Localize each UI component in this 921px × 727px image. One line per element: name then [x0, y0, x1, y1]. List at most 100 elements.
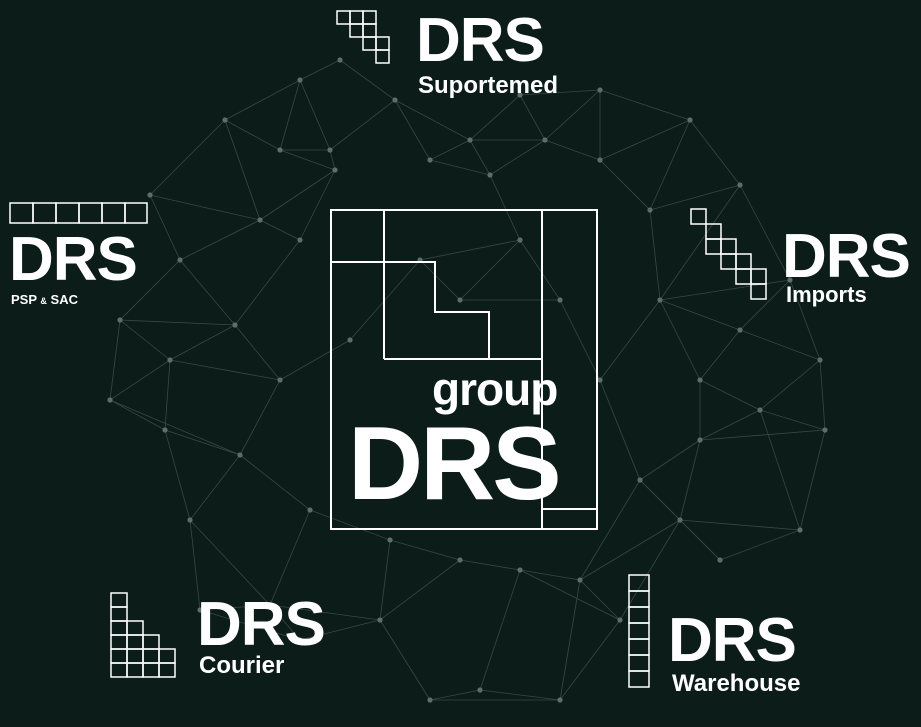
network-edge	[469, 94, 521, 141]
brand-psp-sac: DRS PSP & SAC	[9, 202, 159, 312]
brand-name: DRS	[9, 225, 138, 294]
stairs-logo-icon	[110, 592, 176, 678]
brand-warehouse: DRS Warehouse	[628, 574, 848, 699]
brand-subtitle-left: PSP	[11, 292, 37, 307]
network-node	[162, 427, 168, 433]
network-node	[697, 437, 703, 443]
network-edge	[119, 259, 181, 321]
network-edge	[279, 149, 336, 171]
network-node	[277, 377, 283, 383]
network-edge	[394, 99, 431, 161]
network-edge	[279, 79, 301, 151]
network-node	[377, 617, 383, 623]
network-node	[647, 207, 653, 213]
network-edge	[119, 319, 171, 361]
network-node	[737, 327, 743, 333]
brand-name: DRS	[416, 6, 545, 75]
network-edge	[519, 569, 581, 581]
network-node	[577, 577, 583, 583]
network-edge	[419, 239, 521, 261]
network-node	[737, 182, 743, 188]
network-node	[427, 697, 433, 703]
network-edge	[224, 119, 261, 221]
network-edge	[189, 519, 201, 611]
network-node	[697, 377, 703, 383]
network-node	[457, 557, 463, 563]
network-node	[557, 697, 563, 703]
network-edge	[739, 279, 791, 331]
network-edge	[119, 319, 236, 326]
diagonal-logo-icon	[690, 208, 767, 300]
center-drs-label: DRS	[348, 406, 562, 522]
network-edge	[819, 359, 826, 431]
center-logo	[330, 209, 598, 531]
network-edge	[679, 519, 721, 561]
network-edge	[759, 409, 826, 431]
network-node	[117, 317, 123, 323]
network-node	[797, 527, 803, 533]
network-edge	[599, 159, 651, 211]
network-edge	[109, 399, 241, 456]
network-edge	[394, 99, 471, 141]
network-node	[787, 277, 793, 283]
network-node	[657, 297, 663, 303]
network-edge	[109, 359, 171, 401]
network-edge	[279, 339, 351, 381]
network-edge	[329, 149, 336, 171]
network-edge	[639, 439, 701, 481]
network-edge	[379, 539, 391, 621]
network-node	[637, 477, 643, 483]
network-node	[687, 117, 693, 123]
network-edge	[459, 559, 521, 571]
network-node	[617, 617, 623, 623]
network-edge	[739, 184, 791, 281]
center-logo-frame	[330, 209, 598, 530]
network-edge	[164, 359, 171, 431]
network-edge	[619, 519, 681, 621]
network-edge	[679, 519, 801, 531]
brand-subtitle: PSP & SAC	[11, 293, 78, 306]
network-edge	[224, 119, 281, 151]
network-edge	[559, 619, 621, 701]
network-node	[297, 637, 303, 643]
network-edge	[149, 119, 226, 196]
network-edge	[179, 259, 236, 326]
network-node	[237, 452, 243, 458]
network-edge	[269, 604, 301, 641]
network-node	[822, 427, 828, 433]
network-node	[517, 237, 523, 243]
network-edge	[269, 604, 381, 621]
network-node	[517, 92, 523, 98]
network-edge	[234, 239, 301, 326]
network-edge	[429, 689, 481, 701]
network-edge	[679, 439, 701, 521]
network-edge	[799, 429, 826, 531]
network-edge	[759, 359, 821, 411]
network-node	[717, 557, 723, 563]
network-edge	[659, 184, 741, 301]
network-edge	[259, 169, 336, 221]
brand-name: DRS	[197, 590, 326, 659]
network-edge	[519, 89, 601, 96]
network-edge	[109, 319, 121, 401]
network-edge	[299, 169, 336, 241]
network-edge	[649, 119, 691, 211]
network-node	[307, 507, 313, 513]
brand-courier: DRS Courier	[110, 592, 340, 682]
network-edge	[429, 139, 471, 161]
network-node	[517, 567, 523, 573]
staircase-logo-icon	[336, 10, 390, 64]
brand-subtitle: Courier	[199, 652, 285, 679]
network-node	[347, 337, 353, 343]
network-edge	[699, 429, 826, 441]
network-edge	[759, 409, 801, 531]
network-edge	[599, 379, 641, 481]
network-edge	[599, 89, 691, 121]
network-node	[297, 237, 303, 243]
network-edge	[149, 194, 181, 261]
network-edge	[579, 519, 681, 581]
network-edge	[239, 379, 281, 456]
network-node	[477, 687, 483, 693]
network-edge	[309, 509, 391, 541]
network-edge	[389, 539, 461, 561]
